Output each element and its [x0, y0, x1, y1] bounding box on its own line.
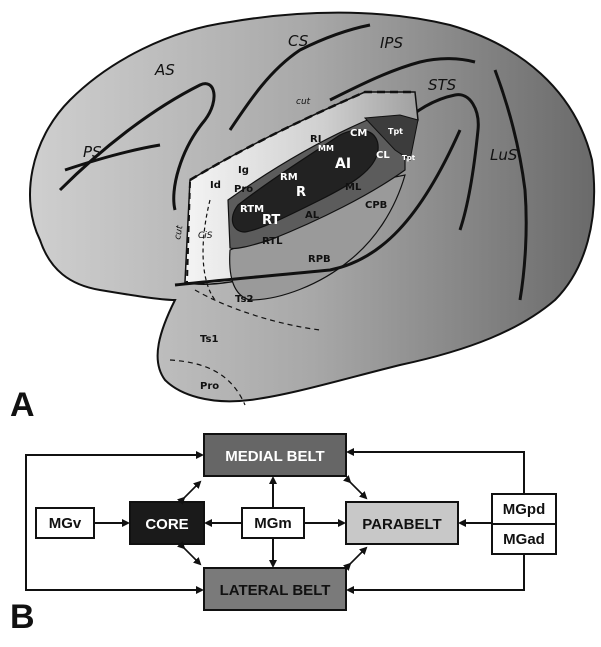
label-as: AS	[154, 61, 175, 79]
label-pro-upper: Pro	[234, 184, 253, 195]
label-ips: IPS	[380, 34, 403, 52]
cut-line-left	[186, 181, 191, 283]
label-ri: RI	[310, 134, 321, 145]
label-rt: RT	[262, 213, 280, 228]
label-cut-left: cut	[173, 224, 185, 240]
mgad-box	[491, 523, 557, 555]
arrow-right-loop-medial	[346, 448, 525, 494]
label-ml: ML	[345, 182, 362, 193]
label-cis: CiS	[198, 231, 213, 241]
brain-illustration: AS PS CS IPS STS LuS CiS cut cut Id Ig P…	[29, 11, 596, 406]
mgad-label: MGad	[503, 531, 545, 548]
mgpd-label: MGpd	[503, 501, 546, 518]
label-ps: PS	[83, 143, 102, 161]
mgv-label: MGv	[49, 515, 82, 532]
parabelt-label: PARABELT	[362, 516, 441, 533]
label-cl: CL	[376, 150, 390, 161]
central-sulcus	[228, 23, 371, 131]
panel-letter-b: B	[10, 598, 35, 636]
parabelt-box	[345, 501, 459, 545]
cut-line-top	[189, 90, 415, 182]
label-cs: CS	[288, 32, 309, 50]
arrow-right-loop-lateral	[346, 554, 525, 594]
label-r: R	[296, 185, 306, 200]
label-rm: RM	[280, 172, 298, 183]
label-mm: MM	[318, 144, 334, 153]
mgm-label: MGm	[254, 515, 292, 532]
label-id: Id	[210, 180, 221, 191]
arrow-medial-parabelt	[342, 474, 368, 500]
label-sts: STS	[428, 76, 457, 94]
label-pro-lower: Pro	[200, 381, 219, 392]
intraparietal-sulcus	[329, 57, 476, 102]
pro-boundary	[169, 359, 246, 406]
label-ai: AI	[335, 156, 351, 172]
principal-sulcus	[64, 143, 161, 172]
cis-line	[202, 199, 216, 301]
label-tpt-lower: Tpt	[402, 154, 416, 162]
lateral-belt-label: LATERAL BELT	[220, 582, 331, 599]
lunate-sulcus	[493, 69, 528, 301]
medial-belt-label: MEDIAL BELT	[225, 448, 324, 465]
arrow-lateral-parabelt	[342, 546, 368, 572]
label-rtm: RTM	[240, 204, 264, 215]
arcuate-sulcus	[58, 82, 216, 211]
label-tpt-upper: Tpt	[388, 127, 403, 136]
core-label: CORE	[145, 516, 188, 533]
label-cpb: CPB	[365, 200, 387, 211]
panel-letter-a: A	[10, 386, 35, 424]
arrow-core-lateral	[176, 540, 202, 566]
label-lus: LuS	[490, 146, 518, 164]
ts-boundary	[194, 289, 321, 331]
label-rtl: RTL	[262, 236, 283, 247]
label-cm: CM	[350, 128, 367, 139]
label-al: AL	[305, 210, 320, 221]
temporal-boundary	[174, 129, 462, 287]
arrow-left-loop-lateral	[25, 520, 204, 594]
tpt-region	[363, 114, 419, 161]
core-region	[231, 129, 379, 233]
label-cut-top: cut	[296, 97, 311, 107]
label-ts1: Ts1	[200, 334, 218, 345]
label-ig: Ig	[238, 165, 249, 176]
superior-temporal-sulcus	[393, 93, 480, 231]
label-ts2: Ts2	[235, 294, 253, 305]
label-rpb: RPB	[308, 254, 331, 265]
arrow-core-medial	[176, 480, 202, 506]
lateral-belt-box	[203, 567, 347, 611]
